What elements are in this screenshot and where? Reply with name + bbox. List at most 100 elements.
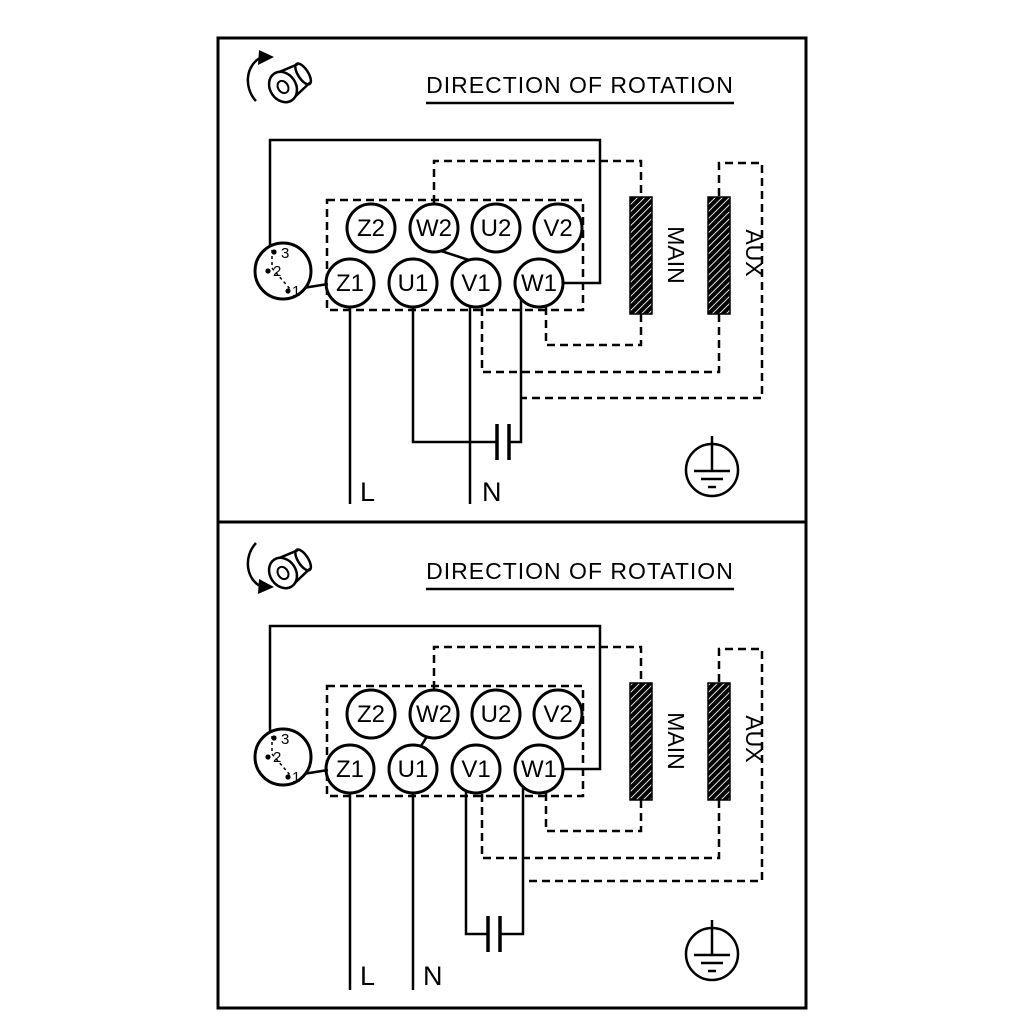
plug-pin-dot-3 xyxy=(271,735,277,741)
terminal-z1-label: Z1 xyxy=(336,756,364,783)
terminal-z2-label: Z2 xyxy=(357,701,385,728)
terminal-row-top: Z2 W2 U2 V2 xyxy=(345,688,584,740)
wire-capacitor-to-w1 xyxy=(500,788,525,936)
terminal-w1-label: W1 xyxy=(521,270,557,297)
earth-ground-symbol xyxy=(684,436,740,498)
winding-main-label: MAIN xyxy=(663,226,689,284)
winding-aux-coil xyxy=(707,682,731,801)
terminal-u2 xyxy=(470,688,522,740)
plug-pin-dot-3 xyxy=(271,249,277,255)
terminal-u1-label: U1 xyxy=(398,756,429,783)
wires-solid xyxy=(268,138,602,504)
panel-title: DIRECTION OF ROTATION xyxy=(426,558,734,584)
supply-l-label: L xyxy=(360,961,375,991)
plug-pin-1-label: 1 xyxy=(292,769,300,786)
plug-connector: 3 2 1 xyxy=(253,241,329,301)
winding-main: MAIN xyxy=(629,196,689,315)
wire-link-w2-v1 xyxy=(437,248,473,263)
plug-connector-circle xyxy=(253,241,313,301)
winding-aux-coil xyxy=(707,196,731,315)
terminal-w1 xyxy=(513,257,565,309)
terminal-v1 xyxy=(450,257,502,309)
terminal-z1 xyxy=(324,743,376,795)
terminal-w2 xyxy=(408,202,460,254)
rotation-arrowhead-icon xyxy=(258,579,274,594)
terminal-block-outline xyxy=(325,198,585,312)
wire-w2-to-main xyxy=(432,159,643,203)
terminal-block-outline xyxy=(325,684,585,798)
winding-main: MAIN xyxy=(629,682,689,801)
terminal-u2-label: U2 xyxy=(481,701,512,728)
terminal-v1-label: V1 xyxy=(461,270,490,297)
winding-aux: AUX xyxy=(707,196,767,315)
wire-aux-to-v1 xyxy=(480,306,721,374)
rotation-arrowhead-icon xyxy=(258,50,274,65)
supply-n-label: N xyxy=(482,477,502,507)
terminal-v1-label: V1 xyxy=(461,756,490,783)
terminal-v2-label: V2 xyxy=(543,215,572,242)
plug-pin-3-label: 3 xyxy=(281,245,289,262)
panel-bottom: DIRECTION OF ROTATION xyxy=(216,520,808,1010)
terminal-z2 xyxy=(345,202,397,254)
terminal-z2 xyxy=(345,688,397,740)
winding-main-label: MAIN xyxy=(663,712,689,770)
terminal-v2 xyxy=(532,202,584,254)
terminal-w2-label: W2 xyxy=(416,701,452,728)
wires-dashed xyxy=(325,645,764,883)
supply-n-label: N xyxy=(423,961,443,991)
wire-aux-to-capacitor xyxy=(521,161,764,400)
wires-solid xyxy=(268,624,602,990)
terminal-row-bottom: Z1 U1 V1 W1 xyxy=(324,743,565,795)
plug-pin-dot-1 xyxy=(285,288,291,294)
earth-ground-symbol xyxy=(684,920,740,982)
plug-pin-dot-2 xyxy=(265,754,271,760)
supply-l-label: L xyxy=(360,477,375,507)
plug-pin-dot-2 xyxy=(265,268,271,274)
panel-border xyxy=(216,520,808,1010)
terminal-w1-label: W1 xyxy=(521,756,557,783)
terminal-v1 xyxy=(450,743,502,795)
plug-pin-1-label: 1 xyxy=(292,283,300,300)
plug-pin-2-label: 2 xyxy=(273,749,281,766)
winding-aux-label: AUX xyxy=(741,229,767,276)
winding-aux-label: AUX xyxy=(741,715,767,762)
wire-capacitor-to-w1 xyxy=(509,297,523,444)
terminal-z1 xyxy=(324,257,376,309)
wire-plug-to-w1 xyxy=(268,624,602,771)
terminal-u2 xyxy=(470,202,522,254)
plug-pin-2-label: 2 xyxy=(273,263,281,280)
rotation-direction-icon xyxy=(246,50,313,104)
plug-connector: 3 2 1 xyxy=(253,727,329,787)
panel-title: DIRECTION OF ROTATION xyxy=(426,72,734,98)
wire-aux-to-v1 xyxy=(480,792,721,860)
terminal-w2 xyxy=(408,688,460,740)
terminal-v2 xyxy=(532,688,584,740)
terminal-u1 xyxy=(387,743,439,795)
wire-main-to-w1 xyxy=(544,306,643,347)
wires-dashed xyxy=(325,159,764,400)
terminal-z1-label: Z1 xyxy=(336,270,364,297)
panel-top: DIRECTION OF ROTATION xyxy=(216,36,808,524)
terminal-w2-label: W2 xyxy=(416,215,452,242)
wire-v1-to-capacitor xyxy=(464,791,488,936)
terminal-u1-label: U1 xyxy=(398,270,429,297)
capacitor-symbol xyxy=(486,916,502,952)
terminal-u1 xyxy=(387,257,439,309)
wire-plug-to-w1 xyxy=(268,138,602,285)
wire-u1-to-capacitor xyxy=(411,307,497,444)
capacitor-symbol xyxy=(495,424,511,460)
wire-w2-to-main xyxy=(432,645,643,689)
plug-pin-dot-1 xyxy=(285,774,291,780)
terminal-row-bottom: Z1 U1 V1 W1 xyxy=(324,257,565,309)
terminal-row-top: Z2 W2 U2 V2 xyxy=(345,202,584,254)
winding-main-coil xyxy=(629,682,653,801)
plug-pin-3-label: 3 xyxy=(281,731,289,748)
wire-main-to-w1 xyxy=(544,792,643,833)
winding-aux: AUX xyxy=(707,682,767,801)
terminal-w1 xyxy=(513,743,565,795)
rotation-direction-icon xyxy=(246,542,313,594)
terminal-v2-label: V2 xyxy=(543,701,572,728)
terminal-u2-label: U2 xyxy=(481,215,512,242)
